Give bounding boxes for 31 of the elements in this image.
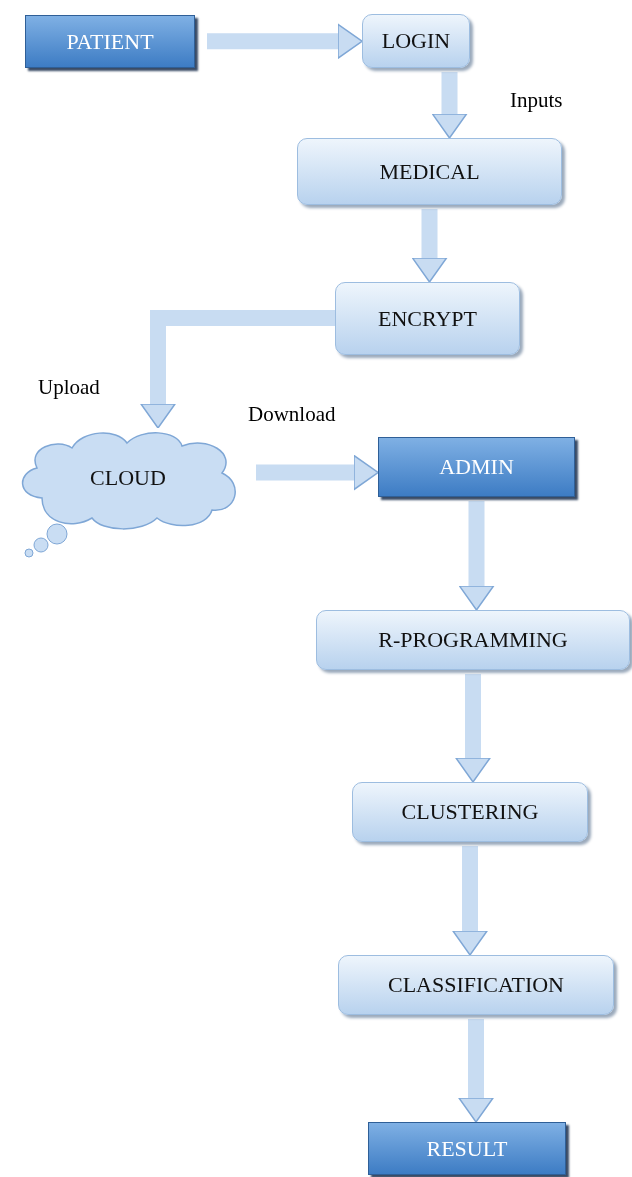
node-label: ADMIN (439, 454, 514, 480)
block-arrow (458, 501, 495, 611)
block-arrow (140, 310, 335, 429)
process-box (316, 610, 630, 670)
node-label: ENCRYPT (378, 305, 477, 332)
node-label: R-PROGRAMMING (378, 627, 568, 653)
block-arrow (431, 72, 468, 139)
block-arrow (455, 674, 491, 783)
process-box (368, 1122, 566, 1175)
process-box (378, 437, 575, 497)
node-label: PATIENT (66, 28, 154, 55)
node-label: CLASSIFICATION (388, 972, 564, 998)
process-box (335, 282, 520, 355)
annotation-label: Download (248, 402, 336, 427)
node-label: MEDICAL (379, 158, 480, 185)
block-arrow (207, 23, 363, 59)
node-label: RESULT (426, 1135, 508, 1162)
process-box (352, 782, 588, 842)
node-label: CLOUD (90, 465, 166, 491)
process-box (362, 14, 470, 68)
annotation-label: Upload (38, 375, 100, 400)
process-box (25, 15, 195, 68)
block-arrow (411, 209, 448, 283)
node-label: CLUSTERING (401, 799, 539, 825)
annotation-label: Inputs (510, 88, 563, 113)
block-arrow (458, 1019, 494, 1123)
block-arrow (452, 846, 488, 956)
node-label: LOGIN (381, 28, 451, 54)
block-arrow (256, 454, 379, 491)
process-box (297, 138, 562, 205)
process-box (338, 955, 614, 1015)
